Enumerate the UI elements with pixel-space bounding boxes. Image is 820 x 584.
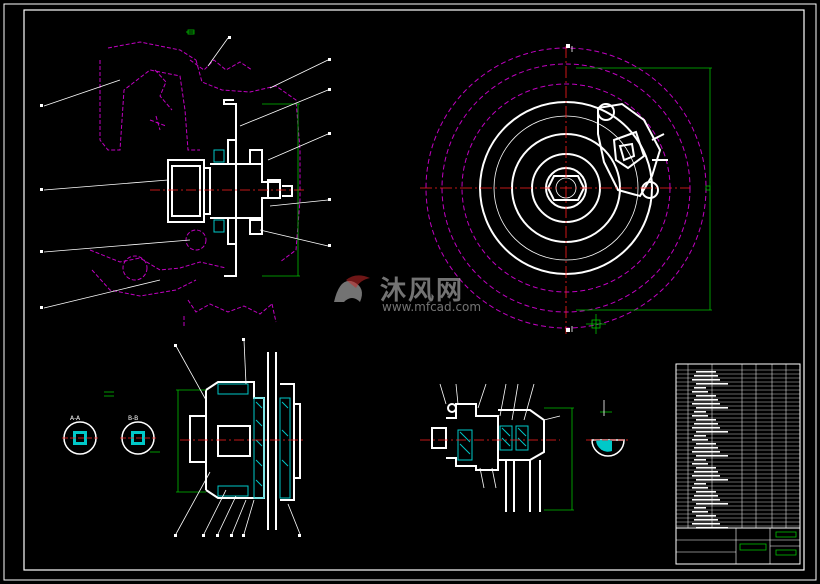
watermark-url: www.mfcad.com — [382, 300, 482, 314]
section-label-b: B-B — [128, 415, 138, 422]
caliper-section-view — [174, 338, 306, 537]
section-label-a: A-A — [70, 415, 81, 422]
watermark-brand: 沐风网 — [380, 276, 465, 306]
section-detail-b: B-B — [120, 415, 160, 455]
title-block — [675, 527, 801, 565]
hub-assembly-section — [40, 29, 331, 328]
watermark: 沐风网 www.mfcad.com — [330, 270, 490, 314]
wheel-cylinder-section — [420, 383, 574, 512]
drawing-frame — [3, 3, 817, 581]
parts-list-table — [675, 363, 801, 529]
section-detail-c — [586, 400, 628, 457]
section-detail-a: A-A — [62, 415, 98, 455]
datum-symbol-left — [104, 391, 114, 397]
mfcad-logo-icon — [334, 275, 370, 302]
disc-brake-front-view — [420, 44, 712, 334]
